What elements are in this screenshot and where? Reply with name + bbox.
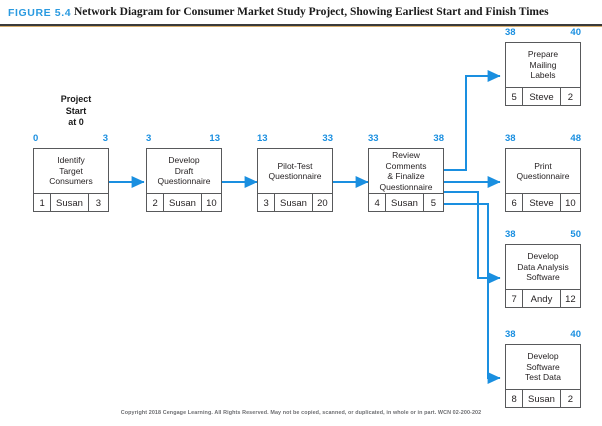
early-start-8: 38 — [505, 329, 516, 340]
activity-number-5: 5 — [511, 91, 517, 103]
activity-detail-row-8: 8 Susan 2 — [506, 389, 580, 408]
early-finish-8: 40 — [570, 329, 581, 340]
activity-number-6: 6 — [511, 197, 517, 209]
header-divider — [0, 24, 602, 26]
early-start-4: 33 — [368, 133, 379, 144]
activity-detail-row-4: 4 Susan 5 — [369, 193, 443, 212]
early-finish-7: 50 — [570, 229, 581, 240]
early-finish-6: 48 — [570, 133, 581, 144]
activity-responsible-8: Susan — [522, 390, 561, 408]
header-divider-accent — [0, 26, 602, 27]
activity-detail-row-7: 7 Andy 12 — [506, 289, 580, 308]
footer-copyright: Copyright 2018 Cengage Learning. All Rig… — [120, 410, 482, 416]
project-start-line-2: Start — [65, 105, 87, 116]
activity-duration-4: 5 — [430, 197, 436, 209]
connector-arrows — [109, 70, 501, 384]
activity-responsible-2: Susan — [163, 194, 202, 212]
activity-number-4: 4 — [374, 197, 380, 209]
activity-detail-row-3: 3 Susan 20 — [258, 193, 332, 212]
activity-responsible-1: Susan — [50, 194, 89, 212]
activity-number-2: 2 — [152, 197, 158, 209]
early-finish-4: 38 — [433, 133, 444, 144]
activity-duration-3: 20 — [317, 197, 328, 209]
activity-detail-row-6: 6 Steve 10 — [506, 193, 580, 212]
figure-number: FIGURE 5.4 — [8, 7, 72, 19]
activity-responsible-5: Steve — [522, 88, 561, 106]
activity-number-7: 7 — [511, 293, 517, 305]
activity-detail-row-5: 5 Steve 2 — [506, 87, 580, 106]
arrow-4-to-8 — [444, 203, 501, 384]
activity-number-3: 3 — [263, 197, 269, 209]
activity-detail-row-2: 2 Susan 10 — [147, 193, 221, 212]
activity-duration-8: 2 — [567, 393, 573, 405]
early-finish-5: 40 — [570, 27, 581, 38]
early-start-7: 38 — [505, 229, 516, 240]
activity-number-8: 8 — [511, 393, 517, 405]
early-start-3: 13 — [257, 133, 268, 144]
activity-duration-7: 12 — [565, 293, 576, 305]
project-start-line-1: Project — [60, 94, 92, 104]
early-start-6: 38 — [505, 133, 516, 144]
activity-duration-5: 2 — [567, 91, 573, 103]
figure-caption: Network Diagram for Consumer Market Stud… — [74, 6, 549, 18]
early-start-1: 0 — [33, 133, 39, 144]
activity-number-1: 1 — [39, 197, 45, 209]
activity-responsible-6: Steve — [522, 194, 561, 212]
early-start-2: 3 — [146, 133, 152, 144]
activity-responsible-7: Andy — [522, 290, 561, 308]
activity-responsible-4: Susan — [385, 194, 424, 212]
early-finish-1: 3 — [102, 133, 108, 144]
activity-duration-2: 10 — [206, 197, 217, 209]
activity-responsible-3: Susan — [274, 194, 313, 212]
project-start-line-3: at 0 — [68, 117, 84, 127]
activity-duration-6: 10 — [565, 197, 576, 209]
early-finish-2: 13 — [209, 133, 220, 144]
arrow-4-to-5 — [444, 70, 501, 171]
project-start-label: Project Start at 0 — [40, 94, 112, 129]
activity-detail-row-1: 1 Susan 3 — [34, 193, 108, 212]
early-start-5: 38 — [505, 27, 516, 38]
activity-duration-1: 3 — [95, 197, 101, 209]
early-finish-3: 33 — [322, 133, 333, 144]
figure-header: FIGURE 5.4 Network Diagram for Consumer … — [0, 0, 602, 28]
